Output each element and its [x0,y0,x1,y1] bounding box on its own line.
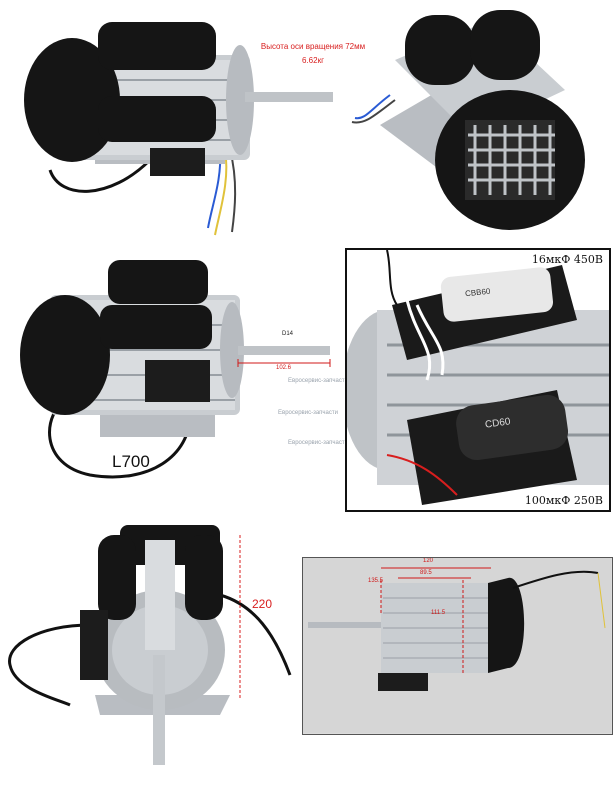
shaft-diameter-label: D14 [282,331,294,337]
photo-motor-side-dimensions [0,255,345,500]
motor-top-illustration [303,558,611,733]
photo-motor-rear [350,0,615,245]
axis-height-text: Высота оси вращения 72мм [260,42,366,51]
fan-cover-grille [465,120,555,200]
motor-model-label: L700 [112,452,150,471]
dim-width: 120 [423,558,434,564]
bottom-capacitor-rating: 100мкФ 250В [524,494,603,507]
height-dimension: 220 [252,597,273,611]
watermark-3: Евросервис-запчасти [288,440,348,446]
watermark-2: Евросервис-запчасти [278,410,338,416]
capacitors-illustration [347,250,609,505]
photo-motor-top-dimensions: 120 89.5 135.5 111.5 [302,557,613,735]
photo-motor-side-top [0,0,345,250]
motor-rear-illustration [351,10,585,230]
spec-note: Высота оси вращения 72мм 6.62кг [258,40,368,68]
watermark-1: Евросервис-запчасти [288,378,348,384]
weight-text: 6.62кг [302,56,324,65]
photo-motor-front-height [0,515,300,800]
motor-side-illustration [24,22,333,236]
dim-left: 135.5 [368,578,384,584]
motor-front-illustration [8,525,292,765]
dim-height: 111.5 [431,610,446,616]
motor-side-dim-illustration [20,260,331,479]
dim-inner: 89.5 [420,570,432,576]
shaft-length-label: 102.6 [276,365,292,371]
top-capacitor-rating: 16мкФ 450В [531,253,603,266]
photo-capacitors-closeup: 16мкФ 450В 100мкФ 250В CBB60 CD60 [345,248,611,512]
